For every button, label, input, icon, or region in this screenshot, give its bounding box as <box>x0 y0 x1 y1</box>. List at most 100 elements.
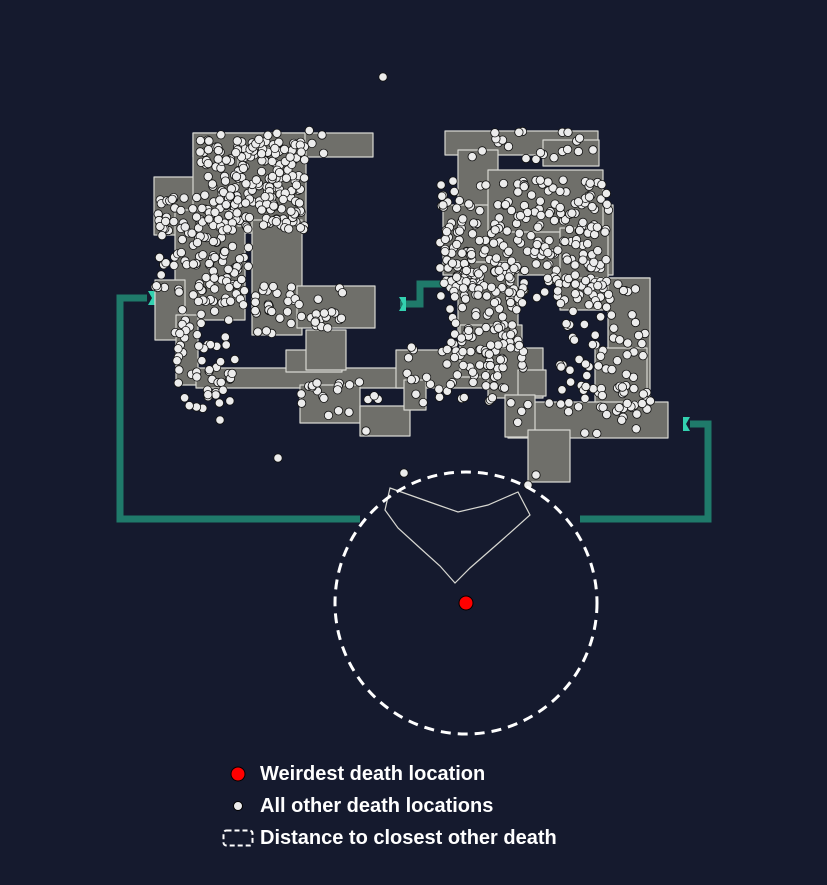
death-marker <box>344 380 355 390</box>
death-marker <box>442 227 452 237</box>
death-marker <box>490 128 500 138</box>
death-marker <box>224 210 234 220</box>
teleporter-marker-1 <box>399 297 406 311</box>
death-marker <box>218 385 228 395</box>
death-marker <box>598 402 608 412</box>
death-marker <box>261 326 271 336</box>
dashed-box-icon <box>222 826 254 850</box>
death-marker <box>623 338 633 348</box>
death-marker <box>243 242 253 252</box>
death-marker <box>495 355 505 365</box>
death-marker <box>177 235 187 245</box>
death-marker <box>378 72 388 82</box>
death-marker <box>549 153 559 163</box>
death-marker <box>629 383 639 394</box>
death-marker <box>468 367 478 377</box>
death-marker <box>469 218 479 228</box>
death-marker <box>226 296 236 306</box>
death-marker <box>565 377 576 387</box>
death-marker <box>232 136 242 146</box>
death-marker <box>497 312 508 322</box>
death-marker <box>592 222 602 232</box>
death-marker <box>637 338 647 349</box>
death-marker <box>516 289 526 299</box>
death-marker <box>557 385 567 395</box>
death-marker <box>251 175 261 185</box>
death-marker <box>263 130 273 140</box>
death-marker <box>271 217 281 227</box>
death-marker <box>466 346 476 357</box>
death-marker <box>532 292 542 303</box>
death-marker <box>564 224 575 234</box>
death-marker <box>216 357 226 367</box>
death-marker <box>570 289 580 299</box>
death-marker <box>214 398 224 408</box>
death-marker <box>154 252 165 262</box>
death-marker <box>312 378 322 388</box>
death-marker <box>194 341 204 351</box>
death-marker <box>582 370 592 381</box>
death-marker <box>402 368 412 378</box>
death-marker <box>463 325 474 335</box>
death-marker <box>617 415 627 425</box>
death-marker <box>489 381 499 391</box>
death-marker <box>613 279 623 289</box>
death-marker <box>435 263 445 273</box>
death-marker <box>269 201 279 211</box>
death-marker <box>458 347 468 357</box>
death-marker <box>220 332 230 342</box>
death-marker <box>296 311 306 321</box>
death-marker <box>369 391 379 401</box>
death-marker <box>489 298 500 308</box>
death-marker <box>299 155 310 165</box>
death-marker <box>436 291 446 301</box>
death-marker <box>213 154 223 164</box>
death-marker <box>361 426 371 436</box>
death-marker <box>204 136 214 146</box>
death-marker <box>250 297 260 307</box>
death-marker <box>188 204 198 214</box>
death-marker <box>184 401 194 411</box>
death-marker <box>467 152 477 162</box>
death-marker <box>514 340 524 350</box>
death-marker <box>589 257 599 267</box>
death-marker <box>207 179 217 189</box>
death-marker <box>332 385 343 395</box>
legend-label-others: All other death locations <box>260 794 494 817</box>
death-marker <box>505 297 516 308</box>
death-marker <box>615 335 625 345</box>
death-marker <box>543 177 553 187</box>
death-marker <box>563 127 573 137</box>
death-marker <box>439 278 449 288</box>
death-marker <box>602 409 612 420</box>
death-marker <box>561 319 571 329</box>
death-marker <box>267 172 278 182</box>
death-marker <box>588 145 598 155</box>
death-marker <box>533 222 543 232</box>
death-marker <box>213 145 223 156</box>
death-marker <box>457 248 467 258</box>
death-marker <box>504 287 514 297</box>
death-marker <box>241 179 251 189</box>
death-marker <box>574 354 584 364</box>
death-marker <box>630 317 641 328</box>
death-marker <box>208 236 218 247</box>
death-marker <box>584 192 595 202</box>
teleporter-line-0 <box>116 294 360 523</box>
death-marker <box>173 378 183 388</box>
death-marker <box>482 291 492 301</box>
teleporter-lines <box>116 277 712 523</box>
death-marker <box>593 300 603 310</box>
death-marker <box>438 200 448 210</box>
death-marker <box>603 289 614 299</box>
distance-circle <box>333 470 599 736</box>
death-marker <box>464 199 474 209</box>
death-marker <box>567 208 577 218</box>
death-marker <box>216 377 226 387</box>
teleporter-marker-3 <box>683 417 690 431</box>
death-marker <box>259 281 269 291</box>
death-marker <box>452 370 462 380</box>
death-marker <box>411 389 421 399</box>
death-marker <box>558 175 568 185</box>
